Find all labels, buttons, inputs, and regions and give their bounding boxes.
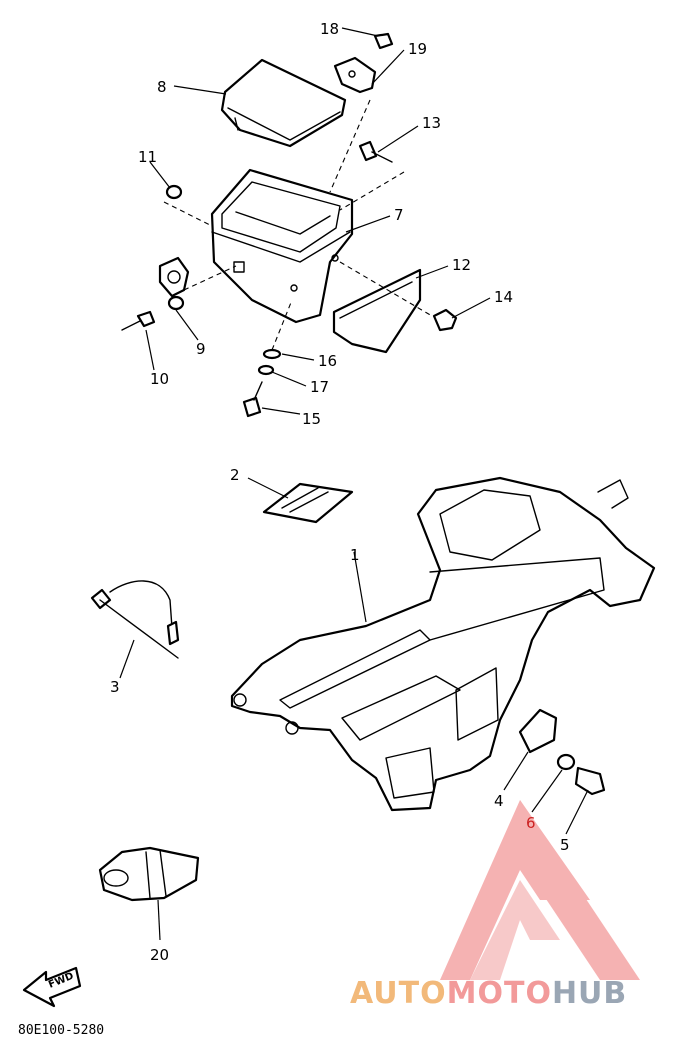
part-7-battery-box (210, 168, 354, 324)
part-6-washer (556, 753, 576, 771)
part-5-bolt (574, 766, 606, 796)
callout-20: 20 (150, 946, 169, 964)
part-4-damper (518, 708, 558, 754)
callout-14: 14 (494, 288, 513, 306)
callout-6: 6 (526, 814, 536, 832)
callout-12: 12 (452, 256, 471, 274)
callout-10: 10 (150, 370, 169, 388)
fwd-arrow-icon: FWD (22, 966, 82, 1008)
part-3-strap (90, 580, 180, 659)
part-14-nut (432, 308, 458, 332)
part-1-tray (230, 476, 656, 812)
watermark-text-moto: MOTO (446, 976, 552, 1011)
part-2-label (262, 482, 354, 524)
part-13-bolt (358, 140, 393, 163)
callout-13: 13 (422, 114, 441, 132)
assembly-lines (163, 99, 433, 351)
part-15-bolt (242, 381, 263, 418)
callout-19: 19 (408, 40, 427, 58)
part-20-band (98, 846, 200, 902)
part-18-nut (373, 32, 394, 50)
callout-15: 15 (302, 410, 321, 428)
leader-lines (119, 27, 589, 941)
part-9-grommet (158, 256, 190, 311)
callout-3: 3 (110, 678, 120, 696)
callout-labels: 18 19 8 13 11 7 12 14 9 10 16 17 15 2 1 … (110, 20, 570, 964)
callout-7: 7 (394, 206, 404, 224)
part-12-plate (332, 268, 422, 354)
diagram-code: 80E100-5280 (18, 1023, 104, 1038)
watermark-text-auto: AUTO (350, 976, 447, 1011)
callout-11: 11 (138, 148, 157, 166)
callout-1: 1 (350, 546, 360, 564)
watermark-text-hub: HUB (551, 976, 628, 1011)
part-10-screw (121, 310, 156, 331)
callout-9: 9 (196, 340, 206, 358)
part-19-bracket (333, 56, 377, 94)
callout-17: 17 (310, 378, 329, 396)
callout-18: 18 (320, 20, 339, 38)
part-16-washer (262, 348, 282, 360)
callout-4: 4 (494, 792, 504, 810)
callout-8: 8 (157, 78, 167, 96)
watermark-text: AUTOMOTOHUB (350, 976, 670, 1012)
part-17-washer (257, 364, 275, 376)
part-11-nut (165, 184, 183, 200)
callout-5: 5 (560, 836, 570, 854)
callout-2: 2 (230, 466, 240, 484)
callout-16: 16 (318, 352, 337, 370)
watermark-logo (440, 800, 640, 980)
part-8-cover (220, 58, 347, 148)
